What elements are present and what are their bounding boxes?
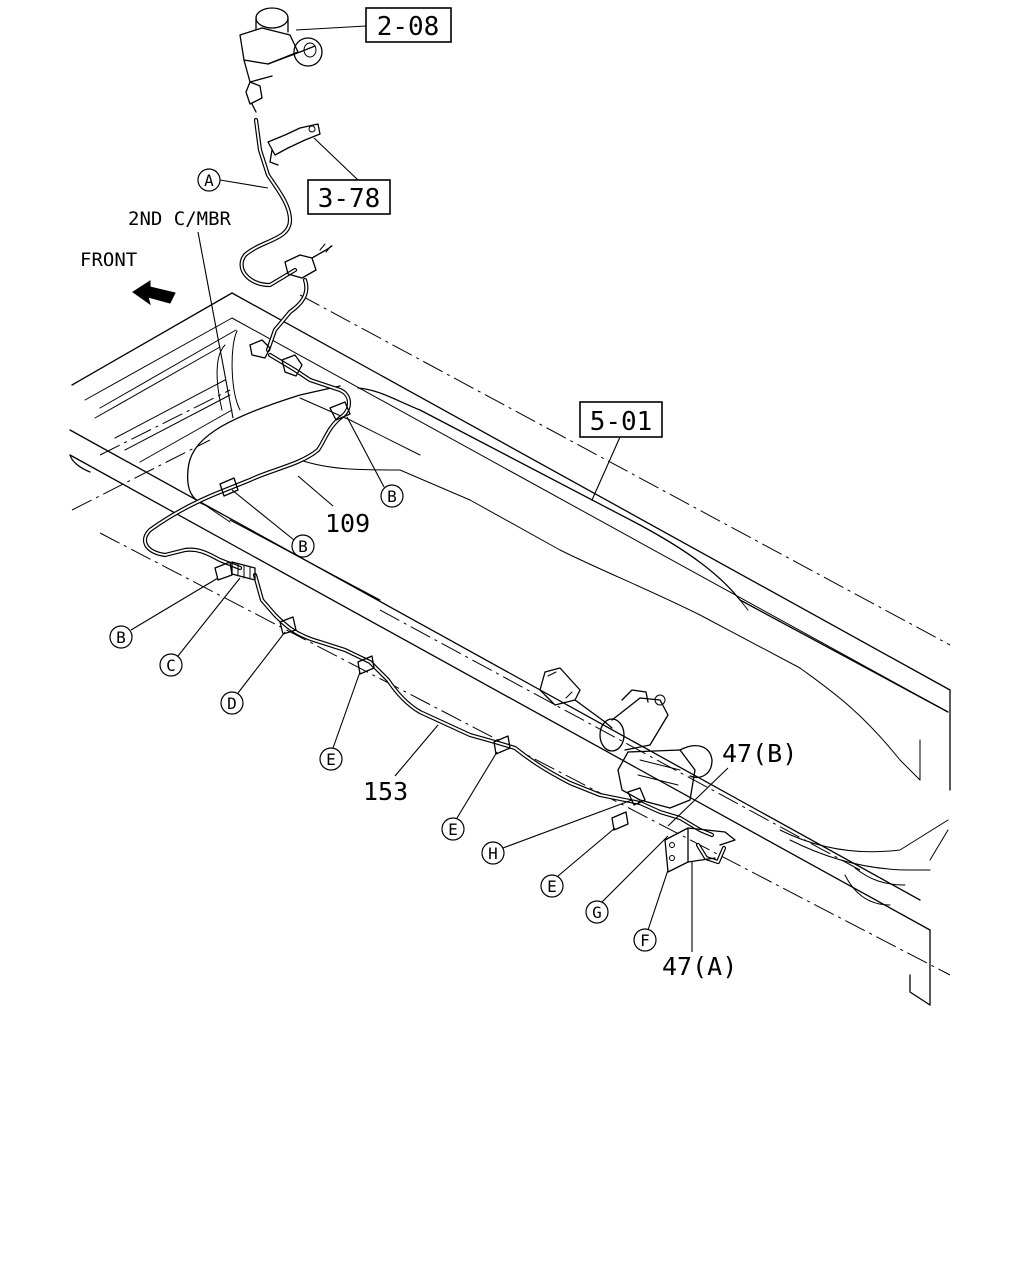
svg-text:E: E: [448, 820, 458, 839]
ref-2-08-label: 2-08: [377, 12, 440, 42]
callout-g: G: [585, 835, 669, 924]
callout-b-upper: B: [346, 416, 404, 508]
svg-text:E: E: [326, 750, 336, 769]
callout-e-1: E: [319, 671, 361, 771]
callout-b-lower: B: [109, 577, 219, 649]
callout-c: C: [159, 577, 241, 677]
front-label: FRONT: [80, 249, 137, 271]
callout-d: D: [220, 631, 286, 715]
svg-text:C: C: [166, 656, 176, 675]
callout-b-middle: B: [231, 489, 315, 558]
clutch-pipes: [142, 117, 727, 865]
ref-5-01-label: 5-01: [590, 407, 653, 437]
fittings: [214, 123, 646, 831]
callout-e-2: E: [441, 751, 498, 841]
ref-box-2-08: 2-08: [295, 7, 452, 43]
svg-text:B: B: [116, 628, 126, 647]
svg-text:G: G: [592, 903, 602, 922]
svg-text:B: B: [387, 487, 397, 506]
master-cylinder: [239, 7, 323, 113]
svg-text:D: D: [227, 694, 237, 713]
second-cross-member-label: 2ND C/MBR: [128, 208, 232, 230]
part-47a-label: 47(A): [662, 952, 737, 981]
callout-e-3: E: [540, 827, 616, 898]
ref-box-3-78: 3-78: [307, 137, 391, 215]
callout-h: H: [481, 799, 633, 865]
svg-text:A: A: [204, 171, 214, 190]
svg-text:E: E: [547, 877, 557, 896]
ref-box-5-01: 5-01: [579, 401, 663, 501]
chassis-frame: [69, 292, 951, 1006]
callout-f: F: [633, 869, 669, 952]
part-153-label: 153: [363, 777, 408, 806]
svg-text:B: B: [298, 537, 308, 556]
callout-a: A: [197, 168, 269, 192]
part-109-label: 109: [325, 509, 370, 538]
ref-3-78-label: 3-78: [318, 184, 381, 214]
slave-cylinder: [539, 667, 736, 873]
svg-text:H: H: [488, 844, 498, 863]
svg-text:F: F: [640, 931, 650, 950]
part-47b-label: 47(B): [722, 739, 797, 768]
front-arrow-icon: [132, 280, 176, 306]
